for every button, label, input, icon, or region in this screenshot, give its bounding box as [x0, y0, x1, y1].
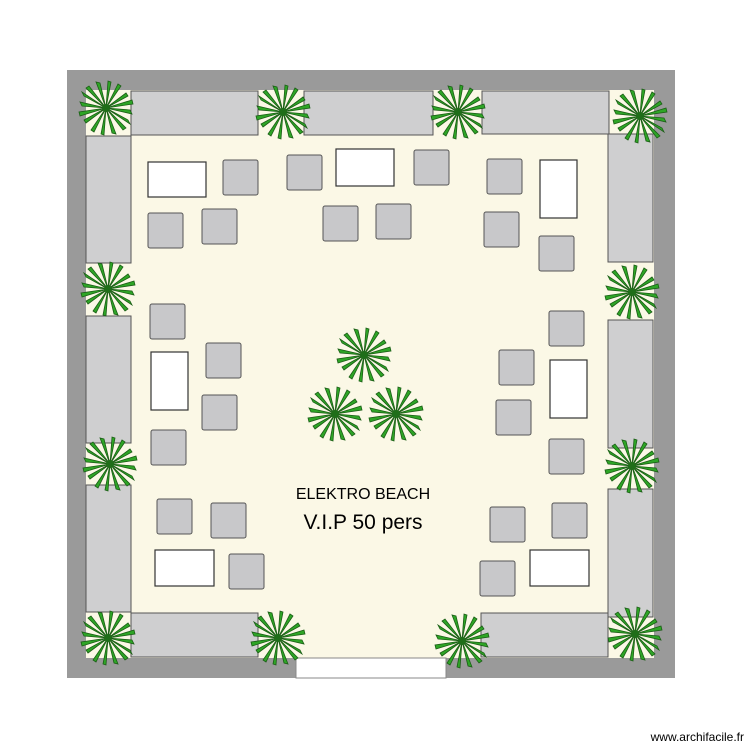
stool [375, 203, 412, 240]
venue-capacity: V.I.P 50 pers [303, 511, 423, 534]
stool [228, 553, 265, 590]
stool [222, 159, 259, 196]
stool [483, 211, 520, 248]
stool [150, 429, 187, 466]
bench-right-1 [607, 133, 654, 263]
stool [322, 205, 359, 242]
watermark-credit[interactable]: www.archifacile.fr [650, 730, 744, 744]
table-7 [529, 549, 590, 587]
bench-top-2 [303, 90, 434, 136]
bench-left-2 [85, 315, 132, 444]
table-3 [539, 159, 578, 219]
stool [413, 149, 450, 186]
stool [538, 235, 575, 272]
stool [548, 438, 585, 475]
stool [495, 399, 532, 436]
table-1 [147, 161, 207, 198]
stool [489, 506, 526, 543]
stool [156, 498, 193, 535]
table-6 [154, 549, 215, 587]
stool [149, 303, 186, 340]
bench-bottom-1 [130, 612, 259, 658]
stool [479, 560, 516, 597]
stool [498, 349, 535, 386]
stool [286, 154, 323, 191]
stool [205, 342, 242, 379]
stool [486, 158, 523, 195]
bench-top-3 [481, 90, 610, 135]
bench-right-2 [607, 319, 654, 449]
table-5 [549, 359, 588, 419]
venue-title: ELEKTRO BEACH [295, 486, 431, 503]
stool [201, 394, 238, 431]
stool [551, 502, 588, 539]
stool [548, 310, 585, 347]
bench-bottom-2 [480, 612, 609, 658]
table-4 [150, 351, 189, 411]
bench-left-3 [85, 484, 132, 613]
stool [147, 212, 184, 249]
bench-top-1 [130, 90, 259, 136]
table-2 [335, 148, 395, 187]
bench-right-3 [607, 488, 654, 618]
stool [210, 502, 247, 539]
stool [201, 208, 238, 245]
entrance-doorway[interactable] [295, 657, 447, 679]
bench-left-1 [85, 135, 132, 264]
